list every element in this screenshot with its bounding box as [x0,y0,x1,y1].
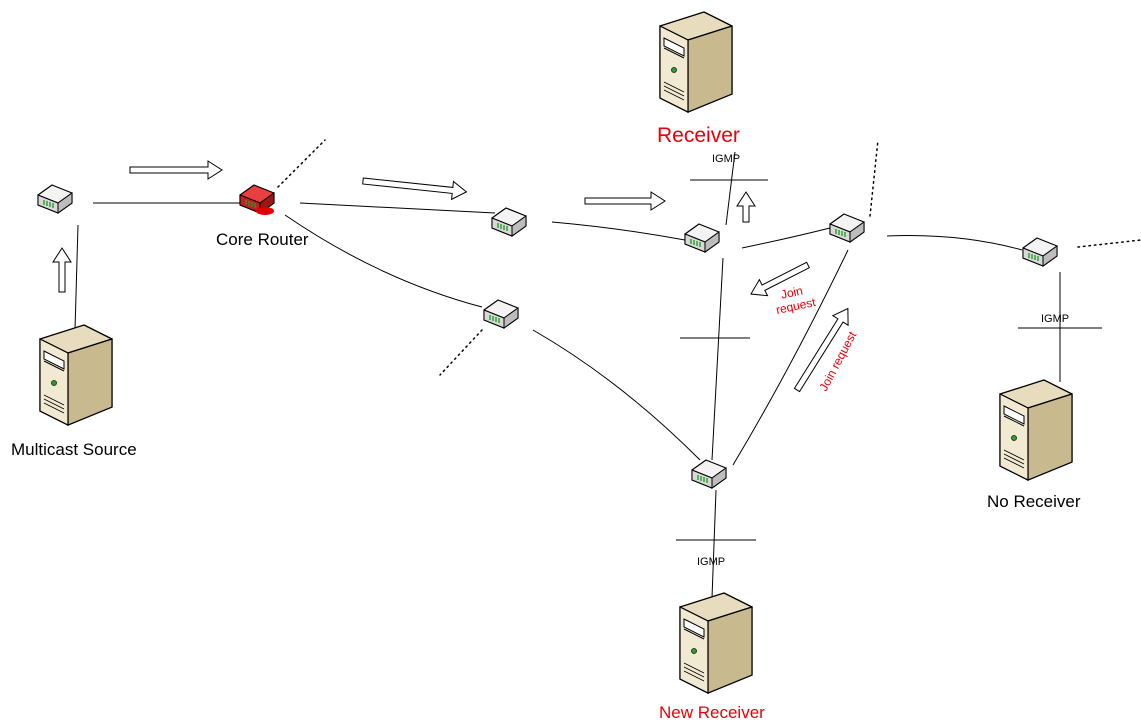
core-router-label: Core Router [216,230,309,249]
link-r5-r6 [741,227,831,249]
router-icon [483,299,519,329]
no-receiver-label: No Receiver [987,492,1081,511]
arrow-join-to-r6 [793,307,849,393]
core-router-node [239,184,275,216]
link-r5-receiver [725,151,736,226]
link-r5-r8 [711,257,724,461]
router-icon [37,184,73,214]
router-icon [691,459,727,489]
link-r3-r5 [551,221,686,241]
join-request-line1: Join [780,283,804,301]
arrow-up-receiver [736,191,756,223]
link-source-r1 [74,224,79,331]
server-icon [999,379,1073,481]
server-icon [659,11,733,113]
arrow-join-to-r5 [750,261,811,297]
arrow-up-source [52,247,72,293]
igmp-boundaries [676,179,1102,541]
dotted-r4-down [439,329,483,376]
arrow-right-3 [584,191,666,211]
router-icon [829,213,865,243]
dotted-core-up [277,139,326,188]
network-links [74,151,1061,599]
link-core-r3 [299,202,496,214]
router-icon [684,223,720,253]
new-receiver-igmp-label: IGMP [697,556,725,568]
multicast-source-label: Multicast Source [11,440,137,459]
no-receiver-igmp-label: IGMP [1041,313,1069,325]
arrow-right-1 [129,160,223,180]
dotted-r7-right [1077,239,1141,248]
server-icon [679,592,753,694]
link-r8-newreceiver [711,489,717,599]
link-r6-r8 [732,249,849,466]
server-icon [39,324,113,426]
dotted-continuations [277,139,1141,376]
traffic-arrows [52,160,849,393]
join-request-label-horizontal: Join request [775,283,818,317]
arrow-right-2 [362,177,468,201]
core-router-icon [239,184,275,216]
link-core-r4 [284,214,483,308]
new-receiver-label: New Receiver [659,703,765,722]
receiver-igmp-label: IGMP [712,153,740,165]
dotted-r6-up [869,139,879,217]
link-r6-r7 [886,235,1023,251]
router-icon [1022,237,1058,267]
link-r4-r8 [532,329,701,461]
router-icon [491,207,527,237]
join-request-label-diagonal: Join request [816,329,859,394]
receiver-label: Receiver [657,124,740,147]
